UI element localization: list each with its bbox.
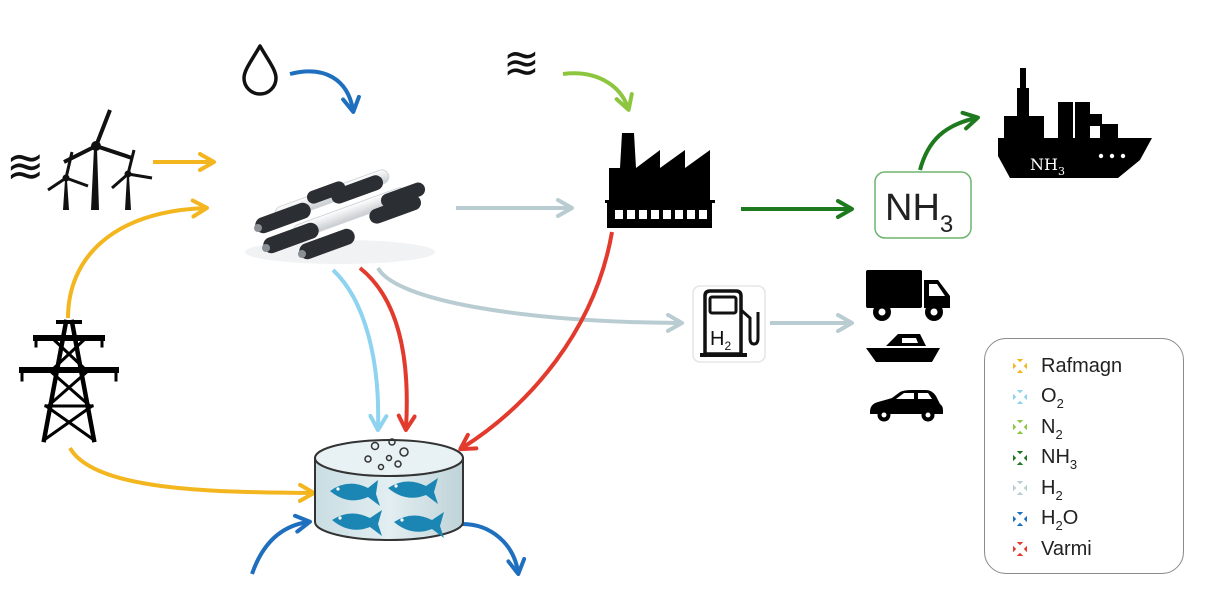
legend-item: H2O — [1013, 504, 1183, 535]
legend-label: NH3 — [1041, 446, 1078, 473]
arrow-hydrogen-to-station — [376, 266, 684, 333]
legend-label-subscript: 3 — [1069, 457, 1078, 473]
arrow-ammonia-to-ship — [918, 110, 980, 171]
legend-label: H2 — [1041, 476, 1063, 503]
fish-tank-icon — [314, 438, 464, 541]
legend-label: H2O — [1041, 507, 1079, 534]
truck-icon — [866, 270, 950, 321]
legend-item: N2 — [1013, 412, 1183, 443]
legend-label-text: NH — [1041, 446, 1070, 469]
station-h2-label: H — [710, 328, 724, 350]
legend-label-text: Rafmagn — [1041, 354, 1123, 377]
svg-text:NH3: NH3 — [1030, 155, 1065, 178]
arrow-water-out-of-tank — [461, 522, 527, 576]
legend-label-text: H — [1041, 507, 1056, 530]
wind-turbine-icon — [47, 109, 153, 210]
legend-label-text: N — [1041, 415, 1056, 438]
boat-icon — [866, 334, 940, 362]
legend-item: Rafmagn — [1013, 351, 1183, 382]
ship-cargo-subscript: 3 — [1058, 165, 1065, 178]
legend-diamond-icon — [1013, 420, 1027, 435]
legend-diamond-icon — [1013, 359, 1027, 374]
legend-label: O2 — [1041, 385, 1064, 412]
flow-arrows — [66, 69, 980, 576]
legend-item: Varmi — [1013, 534, 1183, 565]
legend-diamond-icon — [1013, 389, 1027, 404]
fuel-pump-icon: H2 — [692, 285, 766, 363]
cargo-ship-icon: NH3 — [998, 68, 1152, 178]
legend-diamond-icon — [1013, 542, 1027, 557]
electrolyzer-icon — [245, 169, 435, 264]
legend-label-suffix: O — [1062, 507, 1079, 530]
station-h2-subscript: 2 — [724, 339, 731, 353]
legend-label-subscript: 2 — [1055, 426, 1063, 442]
legend-label: N2 — [1041, 415, 1063, 442]
svg-text:NH3: NH3 — [885, 187, 953, 238]
ammonia-subscript: 3 — [940, 211, 953, 238]
legend-label: Varmi — [1041, 538, 1092, 561]
power-pylon-icon — [19, 319, 119, 443]
legend-label-text: O — [1041, 385, 1057, 408]
legend-item: NH3 — [1013, 443, 1183, 474]
arrow-water-into-tank — [250, 513, 312, 575]
legend-label-subscript: 2 — [1055, 487, 1063, 503]
arrow-heat-electrolyzer-to-tank — [358, 266, 417, 432]
arrow-heat-factory-to-tank — [458, 231, 614, 452]
legend-item: O2 — [1013, 382, 1183, 413]
water-drop-icon — [242, 44, 278, 96]
arrow-water-in — [289, 69, 361, 114]
ship-cargo-label: NH — [1030, 155, 1058, 174]
factory-icon — [605, 133, 715, 228]
air-symbol-icon: ≋ — [503, 38, 540, 89]
legend-diamond-icon — [1013, 450, 1027, 465]
legend-label: Rafmagn — [1041, 355, 1122, 378]
svg-text:H2: H2 — [710, 328, 731, 353]
legend-item: H2 — [1013, 473, 1183, 504]
legend-label-subscript: 2 — [1056, 396, 1064, 412]
arrow-power-grid-to-tank — [68, 446, 316, 503]
ammonia-label: NH — [885, 187, 940, 229]
legend-diamond-icon — [1013, 481, 1027, 496]
arrow-power-grid-to-electrolyzer — [66, 198, 209, 319]
arrow-nitrogen-to-factory — [562, 71, 634, 112]
legend-label-subscript: 2 — [1055, 518, 1063, 534]
legend-diamond-icon — [1013, 511, 1027, 526]
legend-label-text: H — [1041, 476, 1056, 499]
legend-label-text: Varmi — [1041, 537, 1092, 560]
ammonia-box: NH3 — [874, 171, 972, 239]
arrow-oxygen-to-tank — [331, 268, 389, 432]
wind-symbol-icon: ≋ — [6, 139, 45, 193]
car-icon — [870, 390, 943, 422]
